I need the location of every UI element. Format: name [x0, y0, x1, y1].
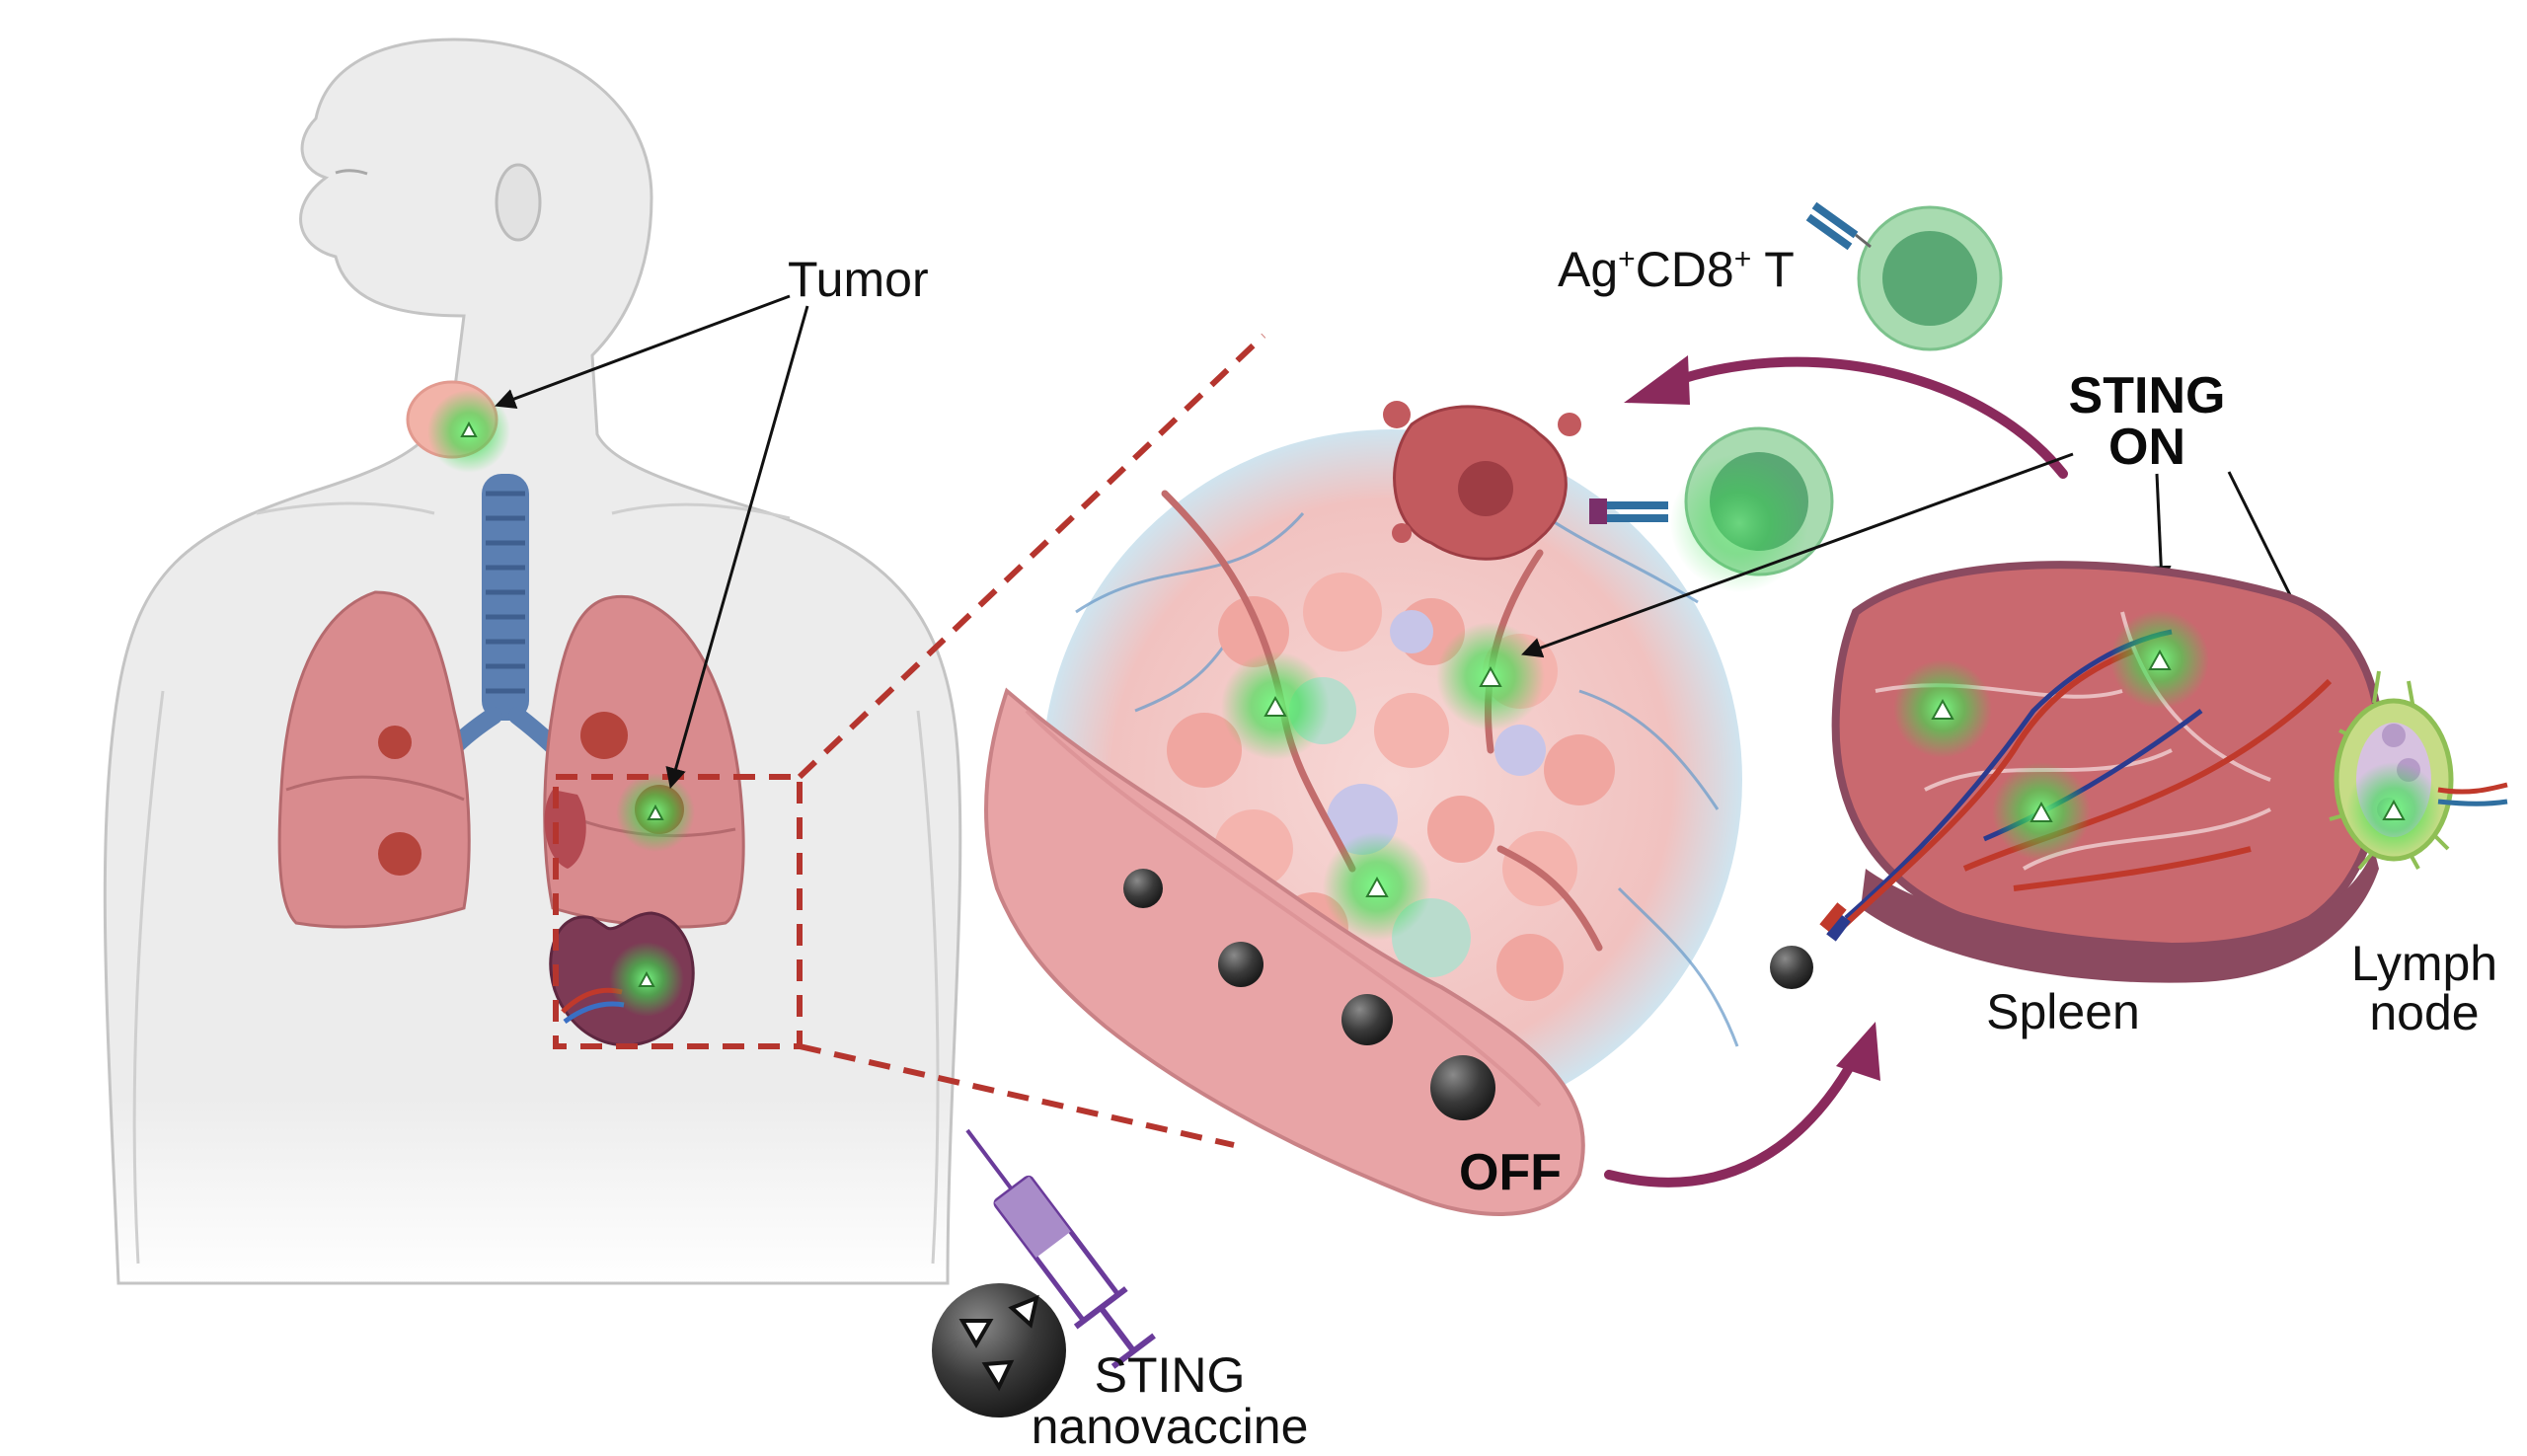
- spleen-hilum-artery: [1819, 902, 1847, 932]
- spleen-glow-1: [1893, 659, 1992, 758]
- tcell-label-sup2: +: [1734, 243, 1752, 275]
- lymph-glow: [2346, 762, 2441, 857]
- zoom-line-top: [797, 333, 1266, 780]
- kidney-glow: [609, 942, 684, 1017]
- dying-cell-nucleus: [1458, 461, 1513, 516]
- human-body: [103, 38, 962, 1285]
- tcell-label-prefix: Ag: [1558, 242, 1618, 297]
- tcell-label-suffix: T: [1751, 242, 1795, 297]
- triangle-icon: [2148, 649, 2172, 670]
- nanoparticle-free: [1770, 946, 1813, 989]
- spleen-hilum-vessels: [1826, 914, 1851, 942]
- sting-arrow-spleen: [2150, 473, 2172, 587]
- tumor-label: Tumor: [788, 252, 929, 307]
- blood-vessel: [984, 687, 1585, 1216]
- off-to-spleen-arrow: [1604, 1051, 1861, 1188]
- triangle-icon: [647, 804, 664, 820]
- syringe-icon: [965, 1128, 1156, 1369]
- debris: [1392, 523, 1412, 543]
- tumor-glow-2: [1436, 622, 1545, 730]
- tcell-to-tumor-arrow: [1673, 356, 2068, 479]
- nanoparticle: [1123, 869, 1163, 908]
- tcell-top: [1805, 201, 2003, 351]
- lymph-label-line2: node: [2369, 985, 2479, 1040]
- debris: [1558, 413, 1581, 436]
- tcell-label: Ag+CD8+ T: [1558, 242, 1795, 297]
- lung-right: [543, 594, 745, 929]
- triangle-icon: [2382, 799, 2406, 820]
- triangle-icon: [1479, 665, 1502, 687]
- tcell-engaged: [1589, 426, 1834, 592]
- heart: [544, 790, 586, 869]
- triangle-icon: [2029, 801, 2053, 822]
- triangle-icon: [1008, 1294, 1039, 1329]
- arm-line-left: [132, 690, 165, 1264]
- nanoparticle: [1430, 1055, 1495, 1120]
- arm-line-right: [916, 710, 940, 1264]
- clavicle-left: [256, 501, 435, 515]
- triangle-icon: [981, 1359, 1015, 1392]
- debris: [1383, 401, 1411, 428]
- tumor-arrow-neck: [495, 294, 791, 409]
- clavicle-right: [611, 502, 791, 520]
- nanovaccine-label-line2: nanovaccine: [1032, 1399, 1309, 1454]
- tcell-label-sup1: +: [1618, 243, 1636, 275]
- sting-arrow-tumor: [1521, 452, 2074, 658]
- tcell-label-mid: CD8: [1636, 242, 1734, 297]
- triangle-icon: [958, 1319, 994, 1348]
- triangle-icon: [1931, 698, 1954, 720]
- lymph-node: [2329, 670, 2508, 871]
- lymph-label-line1: Lymph: [2351, 936, 2497, 991]
- triangle-icon: [638, 970, 655, 987]
- nanoparticle: [1218, 942, 1264, 987]
- lung-tumor-glow: [616, 773, 695, 852]
- spleen-glow-3: [1992, 762, 2091, 861]
- nanovaccine-label-line1: STING: [1095, 1347, 1246, 1403]
- neck-tumor: [406, 380, 510, 473]
- nanovaccine-particle-icon: [932, 1283, 1066, 1418]
- body-torso: [103, 38, 962, 1285]
- spleen: [1819, 561, 2385, 983]
- eye-line: [335, 169, 368, 176]
- sting-on-label-line2: ON: [2108, 419, 2185, 476]
- ear: [495, 163, 542, 242]
- lung-tumor-nodule: [378, 832, 421, 876]
- nanoparticle: [1341, 994, 1393, 1045]
- tcell-to-tumor-arrowhead: [1624, 355, 1690, 405]
- tcr-receptor-icon: [1805, 201, 1872, 251]
- triangle-icon: [460, 421, 478, 437]
- spleen-glow-2: [2110, 610, 2209, 709]
- tcr-mhc-icon: [1589, 498, 1668, 524]
- zoom-line-bottom: [799, 1043, 1235, 1148]
- lung-fissure-left: [285, 775, 465, 802]
- tumor-glow-1: [1221, 651, 1330, 760]
- triangle-icon: [1365, 876, 1389, 897]
- lung-left: [277, 590, 471, 929]
- off-to-spleen-arrowhead: [1836, 1022, 1880, 1081]
- sting-on-label-line1: STING: [2069, 367, 2226, 424]
- tumor-glow-3: [1323, 832, 1431, 941]
- spleen-label: Spleen: [1986, 984, 2140, 1039]
- tumor-arrow-lung: [665, 305, 809, 790]
- off-label: OFF: [1459, 1144, 1562, 1201]
- lung-tumor-nodule: [580, 712, 628, 759]
- lung-tumor-nodule: [378, 726, 412, 759]
- triangle-icon: [1264, 695, 1287, 717]
